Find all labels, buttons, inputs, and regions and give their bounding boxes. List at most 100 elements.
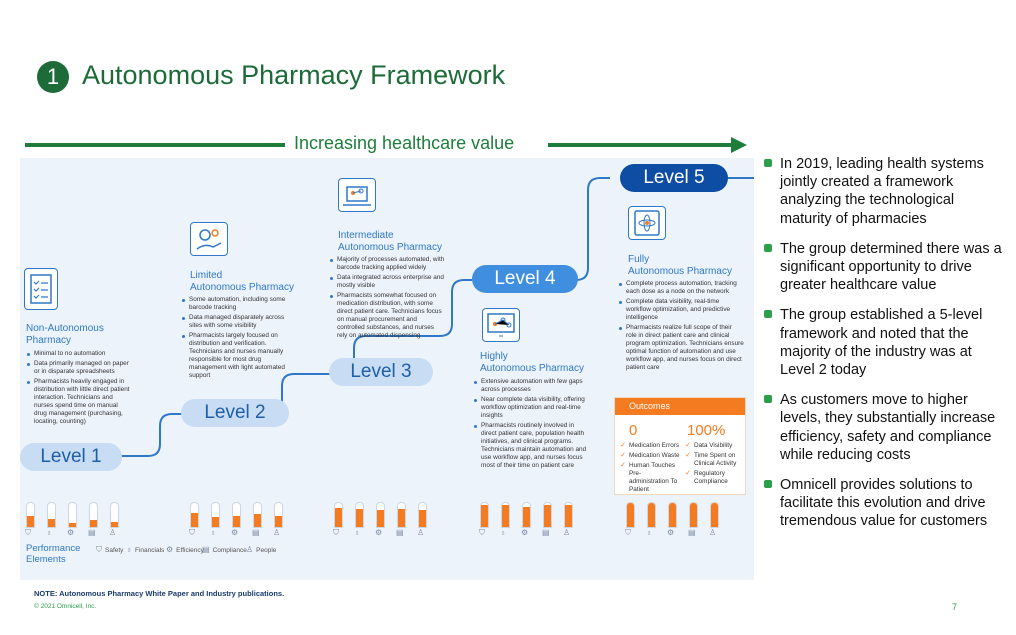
performance-bar [47, 502, 56, 528]
legend-financials: ♁Financials [126, 545, 165, 554]
list-item: Pharmacists routinely involved in direct… [473, 422, 591, 470]
level-3-heading: Intermediate Autonomous Pharmacy [338, 230, 442, 253]
performance-bar [89, 502, 98, 528]
performance-bar [668, 502, 677, 528]
person-icon: ♙ [273, 528, 281, 537]
performance-bar-fill [481, 505, 488, 527]
performance-bar [190, 502, 199, 528]
monitor-network-icon [482, 308, 520, 342]
performance-bar-fill [419, 510, 426, 527]
hand-gears-icon [190, 222, 228, 256]
performance-bar [418, 502, 427, 528]
money-bag-icon: ♁ [646, 528, 652, 537]
summary-points: In 2019, leading health systems jointly … [764, 155, 1004, 543]
value-arrow-tail [25, 143, 285, 147]
performance-bar [689, 502, 698, 528]
document-check-icon: ▤ [542, 528, 550, 537]
document-check-icon: ▤ [202, 545, 210, 554]
shield-icon: ⛉ [189, 528, 195, 537]
performance-bar-fill [48, 518, 55, 527]
level-1-bullets: Minimal to no automation Data primarily … [26, 350, 130, 428]
list-item: Medication Errors [620, 442, 680, 450]
gear-icon: ⚙ [375, 528, 383, 537]
document-check-icon: ▤ [688, 528, 696, 537]
shield-icon: ⛉ [625, 528, 631, 537]
performance-bar [253, 502, 262, 528]
performance-bar-fill [669, 503, 676, 527]
gear-icon: ⚙ [667, 528, 675, 537]
list-item: The group established a 5-level framewor… [764, 306, 1004, 379]
list-item: Pharmacists largely focused on distribut… [181, 332, 293, 380]
money-bag-icon: ♁ [46, 528, 52, 537]
person-icon: ♙ [417, 528, 425, 537]
performance-bar [626, 502, 635, 528]
legend-safety: ⛉Safety [96, 545, 124, 554]
list-item: As customers move to higher levels, they… [764, 391, 1004, 464]
list-item: Omnicell provides solutions to facilitat… [764, 476, 1004, 531]
list-item: Pharmacists realize full scope of their … [618, 324, 744, 372]
performance-bar-fill [212, 517, 219, 527]
page-number: 7 [952, 602, 958, 612]
performance-bar-fill [544, 505, 551, 527]
outcomes-header: Outcomes [615, 398, 745, 415]
value-arrow-shaft [548, 143, 732, 147]
legend-efficiency: ⚙Efficiency [166, 545, 204, 554]
list-item: Regulatory Compliance [685, 470, 743, 486]
list-item: Some automation, including some barcode … [181, 296, 293, 312]
level-5-bullets: Complete process automation, tracking ea… [618, 280, 744, 374]
gear-icon: ⚙ [166, 545, 174, 554]
list-item: Near complete data visibility, offering … [473, 396, 591, 420]
value-arrow-head [731, 137, 747, 153]
list-item: Time Spent on Clinical Activity [685, 452, 743, 468]
performance-bar-fill [191, 512, 198, 527]
performance-bar-fill [398, 509, 405, 527]
shield-icon: ⛉ [333, 528, 339, 537]
person-icon: ♙ [709, 528, 717, 537]
performance-bar [274, 502, 283, 528]
performance-bar [564, 502, 573, 528]
performance-bar-fill [69, 523, 76, 527]
performance-bar [68, 502, 77, 528]
performance-bar [211, 502, 220, 528]
gear-icon: ⚙ [67, 528, 75, 537]
list-item: Extensive automation with few gaps acros… [473, 378, 591, 394]
outcomes-left-list: Medication Errors Medication Waste Human… [620, 442, 680, 496]
shield-icon: ⛉ [479, 528, 485, 537]
outcomes-box: Outcomes 0 100% Medication Errors Medica… [614, 397, 746, 495]
level-4-bullets: Extensive automation with few gaps acros… [473, 378, 591, 472]
outcomes-right-list: Data Visibility Time Spent on Clinical A… [685, 442, 743, 488]
performance-bar-fill [275, 516, 282, 527]
performance-bar-fill [523, 506, 530, 527]
performance-bar-fill [565, 505, 572, 527]
performance-bar-fill [111, 522, 118, 527]
performance-bar [501, 502, 510, 528]
source-note: NOTE: Autonomous Pharmacy White Paper an… [34, 589, 285, 598]
level-4-heading: Highly Autonomous Pharmacy [480, 351, 584, 374]
performance-bar-fill [502, 505, 509, 527]
list-item: Data integrated across enterprise and mo… [329, 274, 445, 290]
performance-bar [26, 502, 35, 528]
shield-icon: ⛉ [96, 545, 102, 554]
performance-bar [110, 502, 119, 528]
performance-bar [334, 502, 343, 528]
document-check-icon: ▤ [88, 528, 96, 537]
performance-bar-fill [233, 516, 240, 527]
money-bag-icon: ♁ [500, 528, 506, 537]
performance-bar-fill [90, 519, 97, 527]
performance-bar-fill [254, 513, 261, 527]
list-item: Pharmacists heavily engaged in distribut… [26, 378, 130, 426]
framework-panel: Level 1 Level 2 Level 3 Level 4 Level 5 … [20, 158, 754, 580]
level-3-pill: Level 3 [329, 358, 433, 386]
level-3-bullets: Majority of processes automated, with ba… [329, 256, 445, 342]
person-icon: ♙ [563, 528, 571, 537]
document-check-icon: ▤ [252, 528, 260, 537]
performance-elements-label: Performance Elements [26, 543, 81, 565]
list-item: Data primarily managed on paper or in di… [26, 360, 130, 376]
legend-compliance: ▤Compliance [202, 545, 247, 554]
list-item: Pharmacists somewhat focused on medicati… [329, 292, 445, 340]
level-1-pill: Level 1 [20, 443, 122, 471]
performance-bar-fill [648, 503, 655, 527]
list-item: The group determined there was a signifi… [764, 240, 1004, 295]
list-item: Medication Waste [620, 452, 680, 460]
slide-number-badge: 1 [37, 61, 69, 93]
